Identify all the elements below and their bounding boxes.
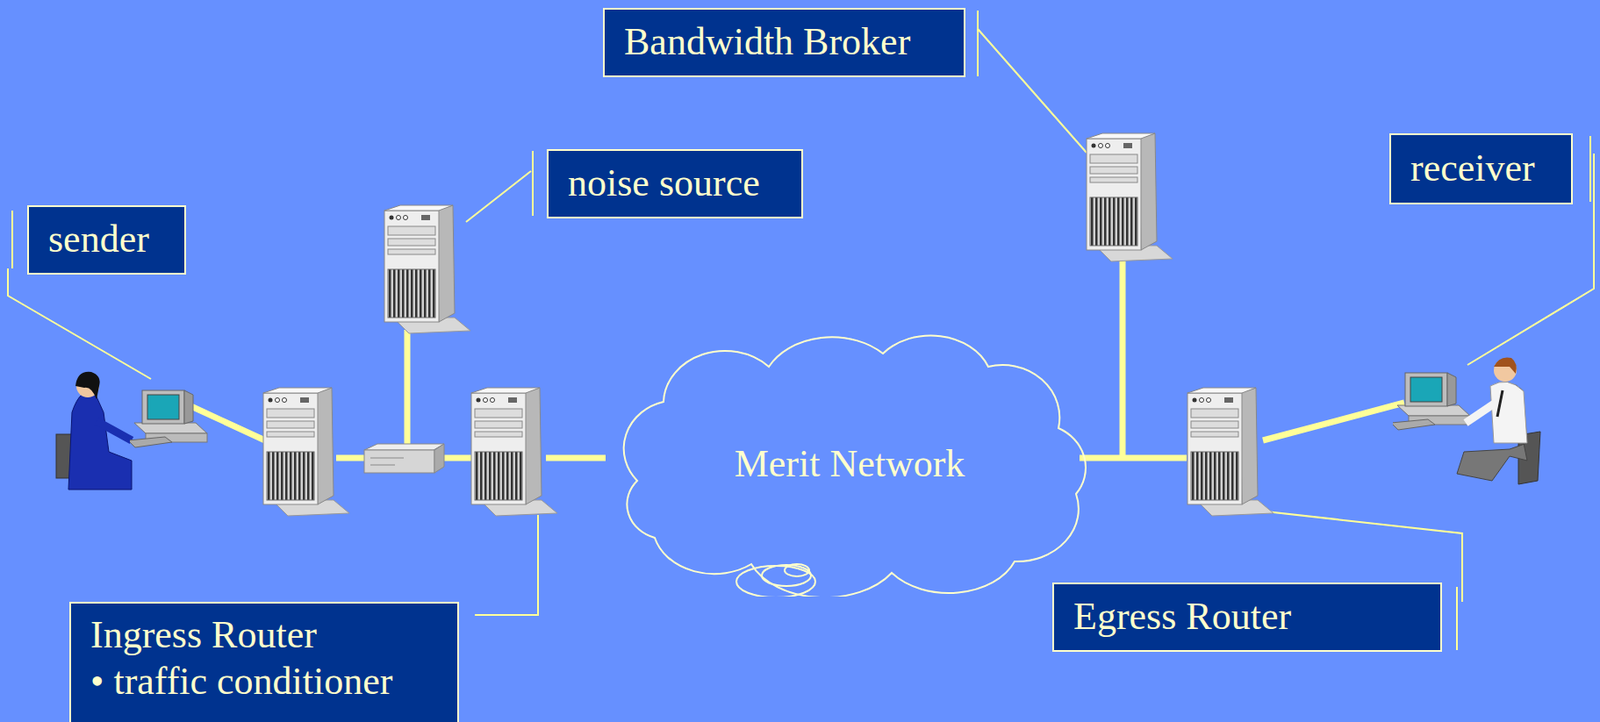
- egress-server: [1187, 387, 1274, 517]
- label-box: Egress Router: [1052, 582, 1443, 653]
- router-server: [263, 387, 350, 517]
- label-box: sender: [27, 205, 187, 275]
- box-label: receiver: [1410, 145, 1536, 193]
- label-box: receiver: [1389, 133, 1573, 205]
- box-label: sender: [48, 216, 150, 264]
- receiver-person: [1391, 357, 1541, 485]
- box-label: • traffic conditioner: [90, 659, 393, 706]
- hub: [364, 444, 445, 474]
- network-cloud: Merit Network: [602, 331, 1098, 597]
- label-box: noise source: [546, 149, 804, 219]
- box-label: Egress Router: [1073, 594, 1292, 641]
- broker-server: [1086, 133, 1173, 262]
- label-box: Ingress Router• traffic conditioner: [69, 602, 460, 722]
- box-label: noise source: [567, 160, 761, 208]
- leader-lines: [7, 10, 1594, 651]
- label-box: Bandwidth Broker: [602, 7, 966, 78]
- box-label: Ingress Router: [90, 612, 317, 660]
- box-label: Bandwidth Broker: [624, 19, 911, 66]
- noise-server: [384, 205, 471, 334]
- ingress-server: [471, 387, 558, 517]
- sender-person: [56, 372, 208, 490]
- network-name: Merit Network: [734, 441, 966, 488]
